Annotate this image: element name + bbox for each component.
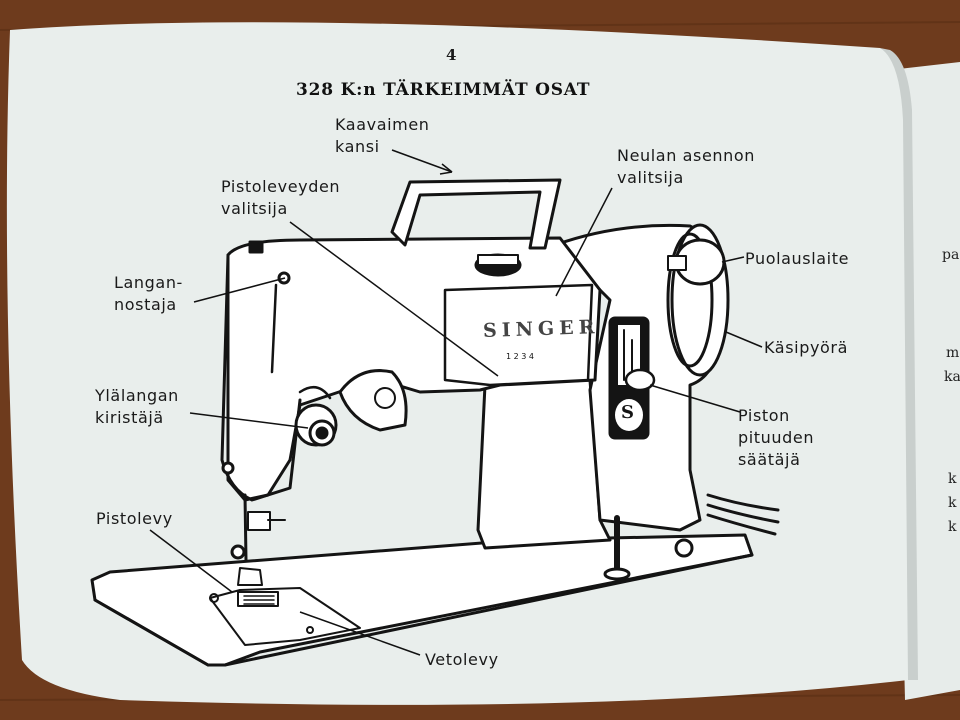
sewing-machine-illustration <box>90 178 780 667</box>
label-stitch-width-selector: Pistoleveyden valitsija <box>221 177 341 218</box>
label-needle-position-selector: Neulan asennon valitsija <box>617 146 756 187</box>
next-page-text-4: k <box>948 471 957 487</box>
stitch-length-knob <box>624 368 656 392</box>
singer-logo-letter: S <box>621 402 634 423</box>
label-hand-wheel: Käsipyörä <box>764 338 848 357</box>
pattern-cover <box>390 178 562 250</box>
label-stitch-length-regulator: Piston pituuden säätäjä <box>738 406 815 469</box>
next-page-text-2: m <box>946 345 960 361</box>
page-title: 328 K:n TÄRKEIMMÄT OSAT <box>296 80 591 100</box>
label-pattern-cover: Kaavaimen kansi <box>335 115 430 156</box>
next-page-text-3: ka <box>944 369 960 385</box>
label-slide-plate: Vetolevy <box>425 650 499 669</box>
next-page-text-6: k <box>948 519 957 535</box>
stitch-width-dial-numbers: 1 2 3 4 <box>506 352 534 361</box>
singer-brand-text: SINGER <box>482 315 600 343</box>
front-nameplate <box>443 283 594 387</box>
leader-lines <box>149 149 763 656</box>
label-bobbin-winder: Puolauslaite <box>745 249 850 268</box>
next-page-text-1: pa <box>942 247 960 263</box>
label-thread-take-up: Langan- nostaja <box>114 273 183 314</box>
page-number: 4 <box>446 46 457 64</box>
label-needle-plate: Pistolevy <box>96 509 173 528</box>
next-page-text-5: k <box>948 495 957 511</box>
label-upper-thread-tension: Ylälangan kiristäjä <box>95 386 179 427</box>
